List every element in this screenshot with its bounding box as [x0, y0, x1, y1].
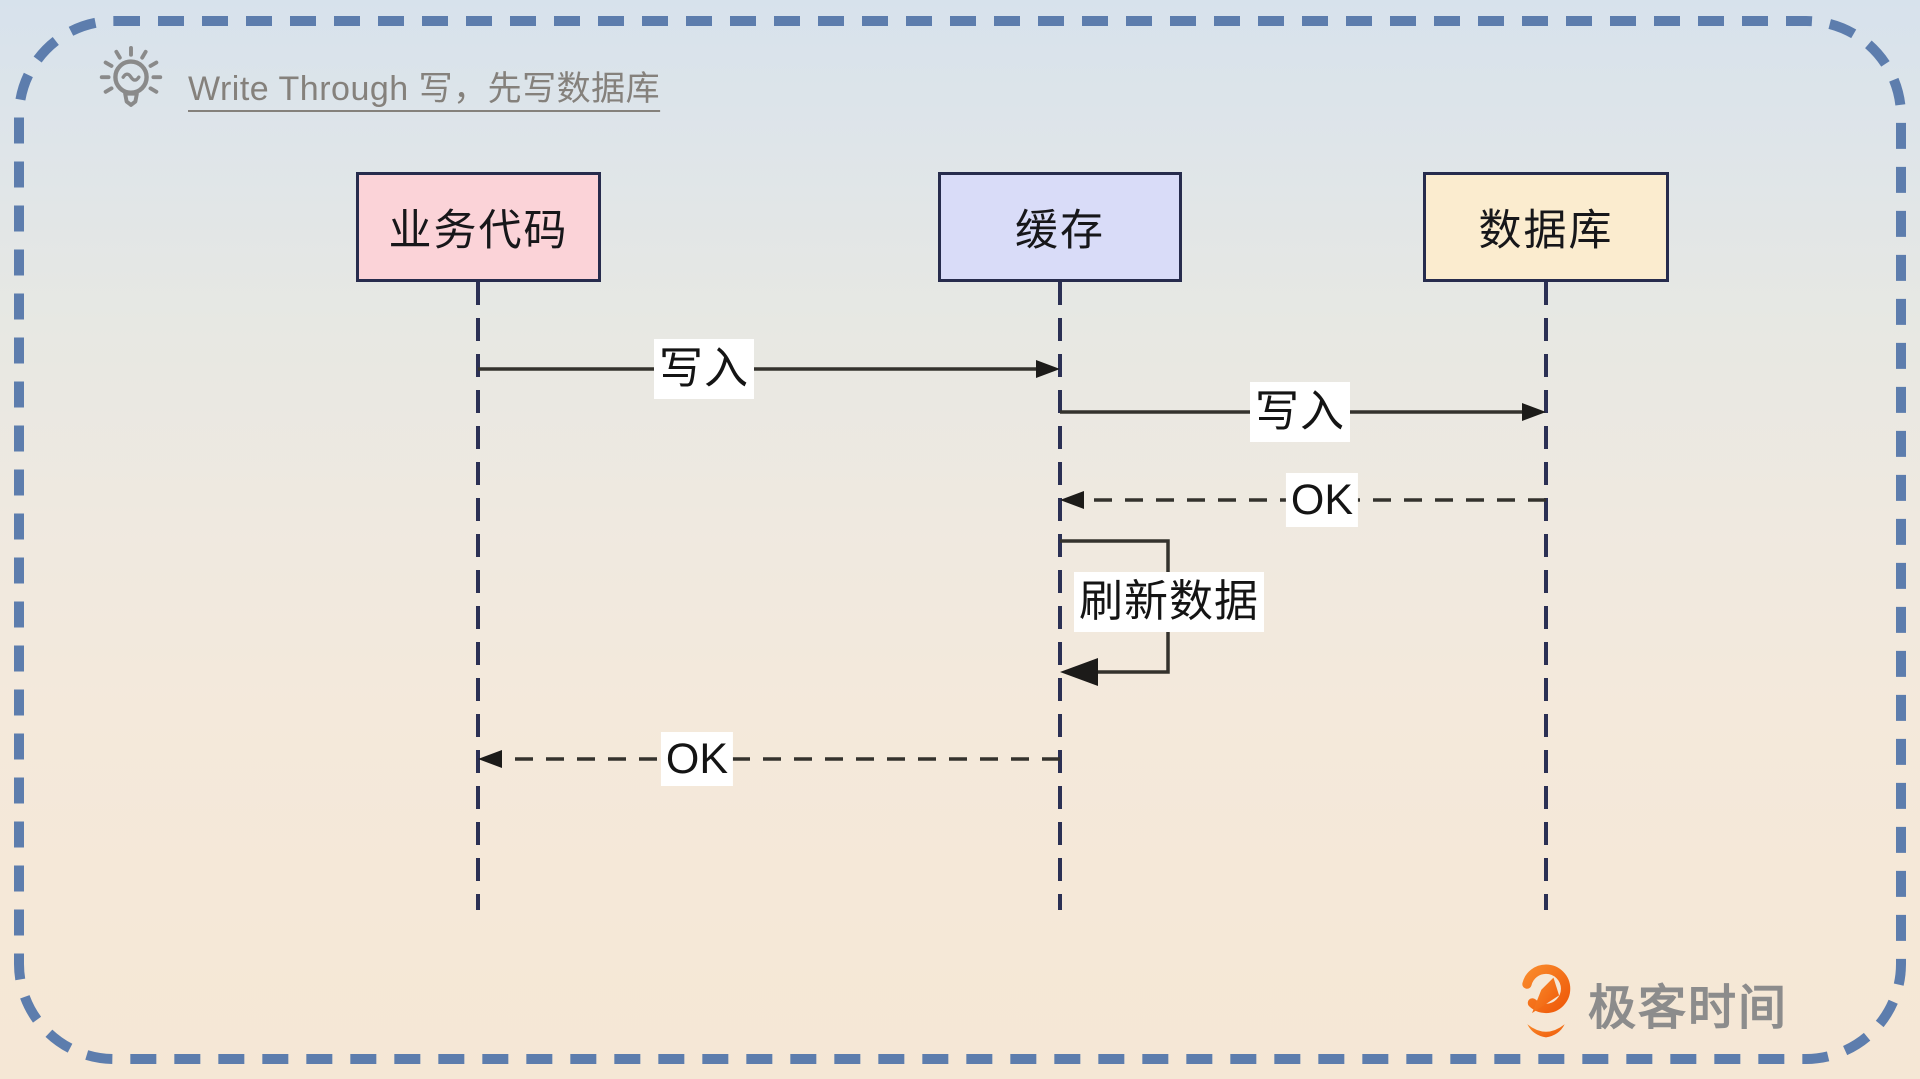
message-label-refresh: 刷新数据	[1074, 572, 1264, 632]
geektime-logo-text: 极客时间	[1588, 981, 1789, 1035]
lifelines	[476, 282, 1548, 910]
message-label-ok-2: OK	[660, 732, 734, 786]
header: Write Through 写，先写数据库	[92, 44, 660, 127]
geektime-logo-icon	[1518, 956, 1574, 1049]
dashed-frame-border	[14, 16, 1906, 1064]
actor-label: 数据库	[1478, 207, 1614, 255]
message-label-ok-1: OK	[1285, 473, 1359, 527]
arrow-ok-from-cache	[478, 750, 1060, 768]
geektime-watermark: 极客时间	[1518, 956, 1788, 1049]
actor-business-code: 业务代码	[356, 172, 601, 282]
arrow-write-to-cache	[478, 360, 1060, 378]
message-label-write-1: 写入	[654, 339, 754, 399]
page-title: Write Through 写，先写数据库	[188, 70, 661, 108]
actor-label: 缓存	[1015, 207, 1105, 255]
actor-cache: 缓存	[938, 172, 1182, 282]
message-label-write-2: 写入	[1250, 382, 1350, 442]
actor-label: 业务代码	[388, 207, 569, 255]
lightbulb-icon	[92, 44, 170, 127]
actor-database: 数据库	[1423, 172, 1669, 282]
